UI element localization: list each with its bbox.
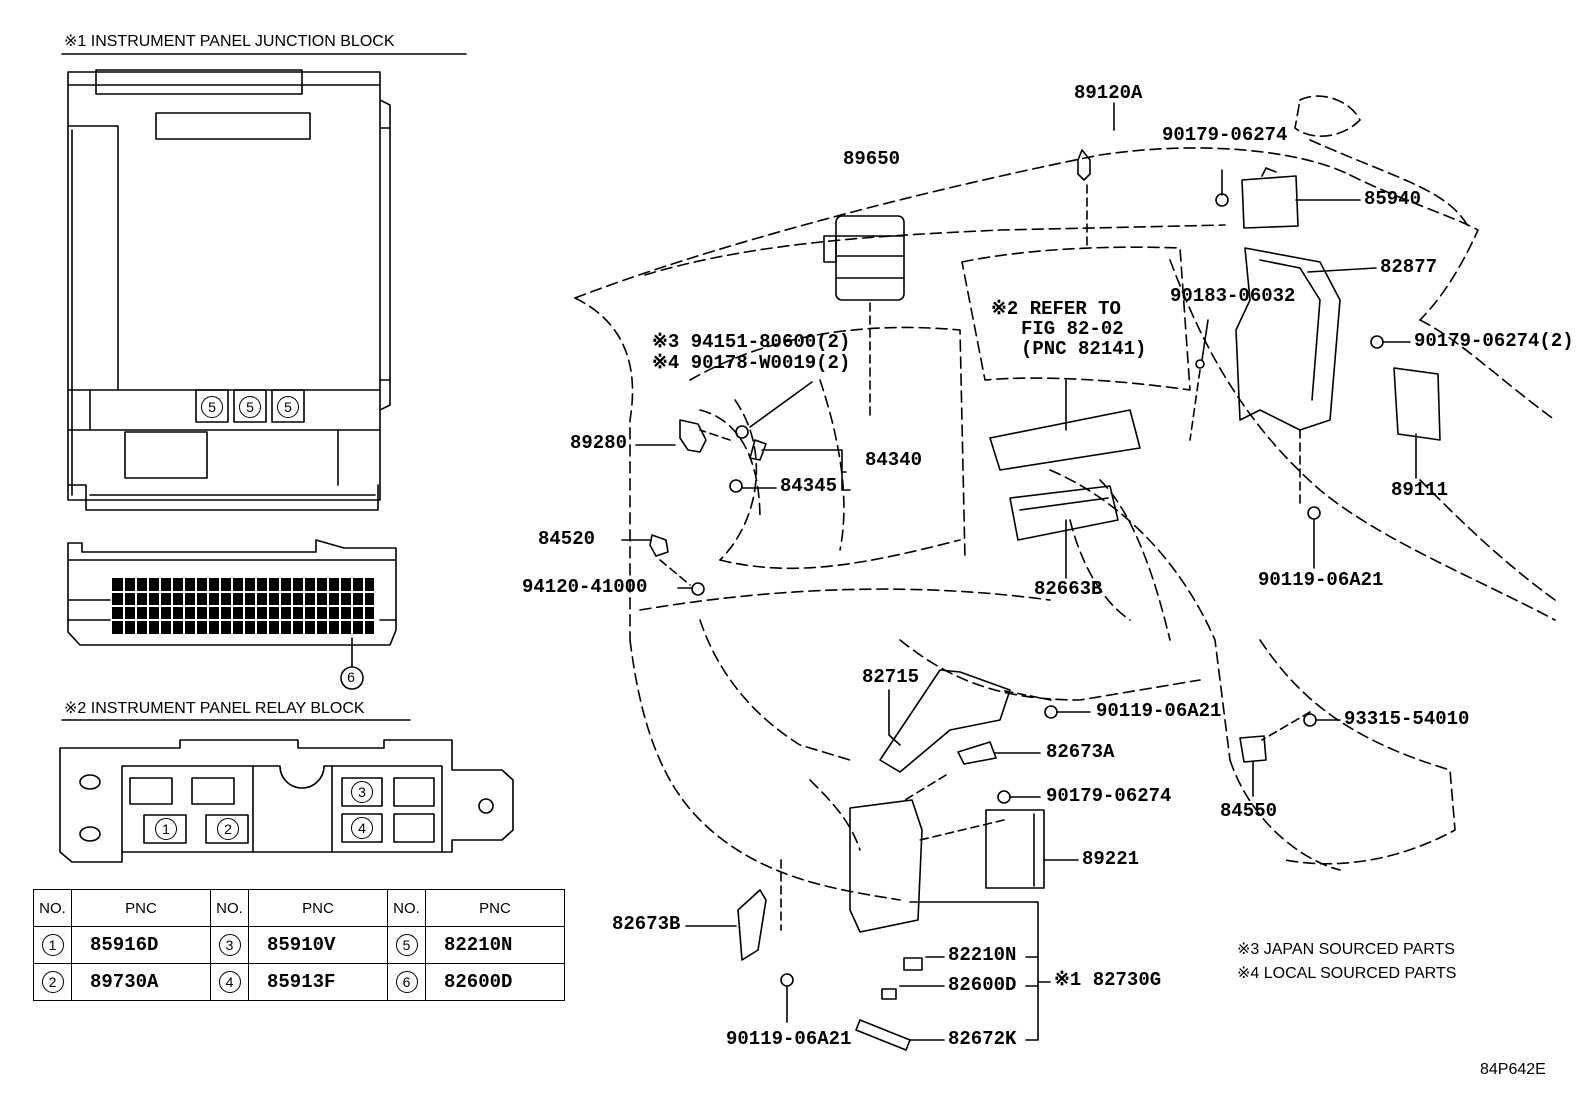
callout-3: 3 <box>351 781 373 803</box>
table-cell-pnc: 85910V <box>248 926 388 964</box>
part-label-90119-06A21: 90119-06A21 <box>726 1028 852 1050</box>
callout-5: 5 <box>239 396 261 418</box>
part-label-84345: 84345 <box>780 475 838 497</box>
part-label-90179-06274: 90179-06274 <box>1162 124 1288 146</box>
note-japan-sourced: ※3 JAPAN SOURCED PARTS <box>1237 941 1455 958</box>
callout-5: 5 <box>201 396 223 418</box>
table-row: 1 85916D 3 85910V 5 82210N <box>33 926 565 964</box>
dashboard-outline <box>574 95 1556 901</box>
part-label-82210N: 82210N <box>948 944 1017 966</box>
table-header: NO. <box>387 889 426 927</box>
callout-1: 1 <box>155 818 177 840</box>
part-label-89650: 89650 <box>843 148 901 170</box>
refer-note-line2: FIG 82-02 <box>1021 318 1124 340</box>
table-row: 2 89730A 4 85913F 6 82600D <box>33 963 565 1001</box>
refer-note-line3: (PNC 82141) <box>1021 338 1147 360</box>
table-cell-pnc: 82600D <box>425 963 565 1001</box>
part-label-82673B: 82673B <box>612 913 681 935</box>
part-label-84520: 84520 <box>538 528 596 550</box>
callout-4: 4 <box>351 817 373 839</box>
part-label-82877: 82877 <box>1380 256 1438 278</box>
part-label-90183-06032: 90183-06032 <box>1170 285 1296 307</box>
install-lines <box>659 184 1311 931</box>
part-label-93315-54010: 93315-54010 <box>1344 708 1470 730</box>
relay-block-caption: ※2 INSTRUMENT PANEL RELAY BLOCK <box>64 700 365 717</box>
table-cell-no: 6 <box>387 963 426 1001</box>
part-label-90179-06274-2: 90179-06274(2) <box>1414 330 1574 352</box>
callout-6: 6 <box>347 669 355 685</box>
part-label-82715: 82715 <box>862 666 920 688</box>
part-label-90178-W0019: ※4 90178-W0019(2) <box>652 352 851 374</box>
part-label-84340: 84340 <box>865 449 923 471</box>
part-label-85940: 85940 <box>1364 188 1422 210</box>
table-header: PNC <box>248 889 388 927</box>
junction-block-drawing <box>67 69 391 511</box>
part-label-94120-41000: 94120-41000 <box>522 576 648 598</box>
part-label-82600D: 82600D <box>948 974 1017 996</box>
table-header: NO. <box>33 889 72 927</box>
part-glyphs <box>649 149 1441 1051</box>
table-cell-no: 5 <box>387 926 426 964</box>
pnc-table: NO. PNC NO. PNC NO. PNC 1 85916D 3 85910… <box>33 889 565 1001</box>
part-label-82730G: ※1 82730G <box>1054 969 1162 991</box>
junction-block-caption: ※1 INSTRUMENT PANEL JUNCTION BLOCK <box>64 33 395 50</box>
part-label-82663B: 82663B <box>1034 578 1103 600</box>
table-cell-no: 2 <box>33 963 72 1001</box>
table-cell-pnc: 85916D <box>71 926 211 964</box>
leader-lines <box>621 102 1417 1041</box>
table-cell-no: 4 <box>210 963 249 1001</box>
table-cell-pnc: 85913F <box>248 963 388 1001</box>
callout-5: 5 <box>277 396 299 418</box>
part-label-89111: 89111 <box>1391 479 1449 501</box>
table-cell-pnc: 89730A <box>71 963 211 1001</box>
table-header-row: NO. PNC NO. PNC NO. PNC <box>33 889 565 927</box>
table-cell-no: 3 <box>210 926 249 964</box>
part-label-90119-06A21: 90119-06A21 <box>1096 700 1222 722</box>
table-cell-no: 1 <box>33 926 72 964</box>
note-local-sourced: ※4 LOCAL SOURCED PARTS <box>1237 965 1457 982</box>
table-header: PNC <box>71 889 211 927</box>
part-label-84550: 84550 <box>1220 800 1278 822</box>
figure-code: 84P642E <box>1480 1061 1546 1078</box>
refer-note-line1: ※2 REFER TO <box>991 298 1121 320</box>
part-label-89280: 89280 <box>570 432 628 454</box>
part-label-89221: 89221 <box>1082 848 1140 870</box>
callout-2: 2 <box>217 818 239 840</box>
part-label-82673A: 82673A <box>1046 741 1115 763</box>
part-label-90119-06A21: 90119-06A21 <box>1258 569 1384 591</box>
part-label-94151-80600: ※3 94151-80600(2) <box>652 331 851 353</box>
table-header: PNC <box>425 889 565 927</box>
part-label-82672K: 82672K <box>948 1028 1017 1050</box>
relay-block-drawing <box>59 739 514 863</box>
table-header: NO. <box>210 889 249 927</box>
table-cell-pnc: 82210N <box>425 926 565 964</box>
junction-block-side <box>67 539 397 690</box>
part-label-90179-06274: 90179-06274 <box>1046 785 1172 807</box>
part-label-89120A: 89120A <box>1074 82 1143 104</box>
